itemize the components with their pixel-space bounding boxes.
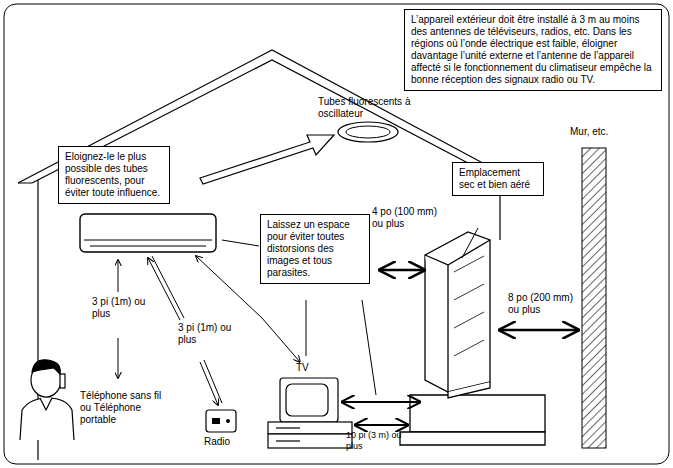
box-text: Emplacement sec et bien aéré bbox=[459, 167, 537, 191]
dimension-label: 4 po (100 mm) ou plus bbox=[372, 206, 438, 230]
box-text: L’appareil extérieur doit être installé … bbox=[411, 14, 655, 86]
note-box: L’appareil extérieur doit être installé … bbox=[404, 9, 662, 91]
box-text: Laissez un espace pour éviter toutes dis… bbox=[267, 219, 363, 279]
device-label: TV bbox=[296, 362, 320, 374]
callout-box: Eloignez-le le plus possible des tubes f… bbox=[58, 146, 170, 204]
callout-box: Emplacement sec et bien aéré bbox=[452, 162, 544, 196]
dimension-label: 8 po (200 mm) ou plus bbox=[508, 292, 578, 316]
device-label: Téléphone sans fil ou Téléphone portable bbox=[80, 390, 174, 426]
dimension-label: 10 pi (3 m) ou plus bbox=[346, 430, 420, 452]
dimension-label: 3 pi (1m) ou plus bbox=[92, 296, 152, 320]
lamp-label: Tubes fluorescents à oscillateur bbox=[318, 96, 428, 120]
dimension-label: 3 pi (1m) ou plus bbox=[178, 322, 240, 346]
wall-label: Mur, etc. bbox=[570, 126, 640, 138]
box-text: Eloignez-le le plus possible des tubes f… bbox=[65, 151, 163, 199]
callout-box: Laissez un espace pour éviter toutes dis… bbox=[260, 214, 370, 284]
device-label: Radio bbox=[204, 436, 244, 448]
